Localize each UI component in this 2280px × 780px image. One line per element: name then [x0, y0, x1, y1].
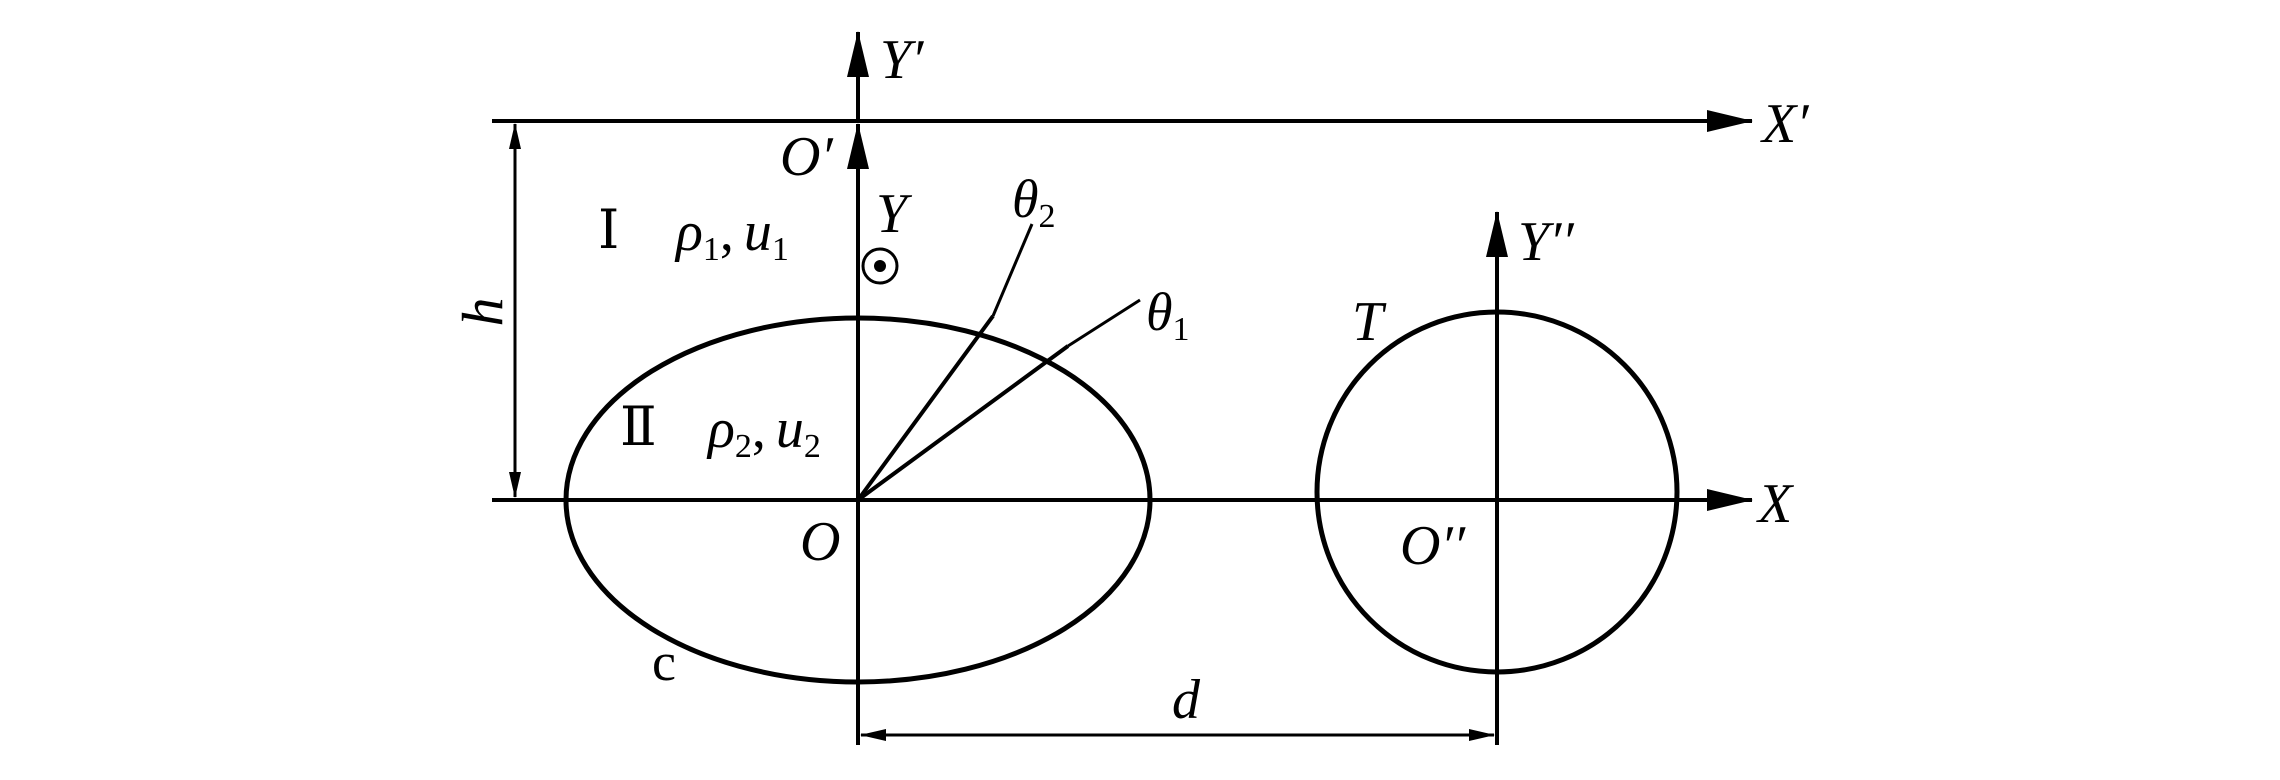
out-of-page-dot — [874, 260, 886, 272]
x-prime-label: X′ — [1760, 93, 1809, 155]
rho-2-label: ρ2,u2 — [706, 398, 821, 465]
theta-1-leader — [1067, 298, 1141, 348]
o-label: O — [800, 511, 840, 573]
o-prime-label: O′ — [780, 126, 833, 188]
y-double-prime-label: Y′′ — [1518, 211, 1574, 273]
y-label: Y — [876, 183, 913, 245]
h-label: h — [450, 298, 515, 327]
theta-2-leader — [991, 223, 1034, 317]
x-label: X — [1756, 473, 1795, 535]
y-prime-label: Y′ — [880, 29, 924, 91]
d-label: d — [1172, 669, 1201, 731]
region-2-label: Ⅱ — [620, 397, 657, 457]
theta-2-ray — [856, 314, 995, 502]
region-1-label: Ⅰ — [598, 200, 619, 260]
c-label: c — [652, 632, 676, 692]
rho-1-label: ρ1,u1 — [674, 201, 789, 268]
ellipse-c — [563, 315, 1153, 685]
theta-1-ray — [856, 344, 1070, 502]
out-of-page-symbol — [861, 247, 899, 285]
theta-1-label: θ1 — [1146, 282, 1190, 348]
theta-2-label: θ2 — [1012, 169, 1056, 235]
t-label: T — [1352, 291, 1387, 353]
o-double-prime-label: O′′ — [1400, 515, 1466, 577]
